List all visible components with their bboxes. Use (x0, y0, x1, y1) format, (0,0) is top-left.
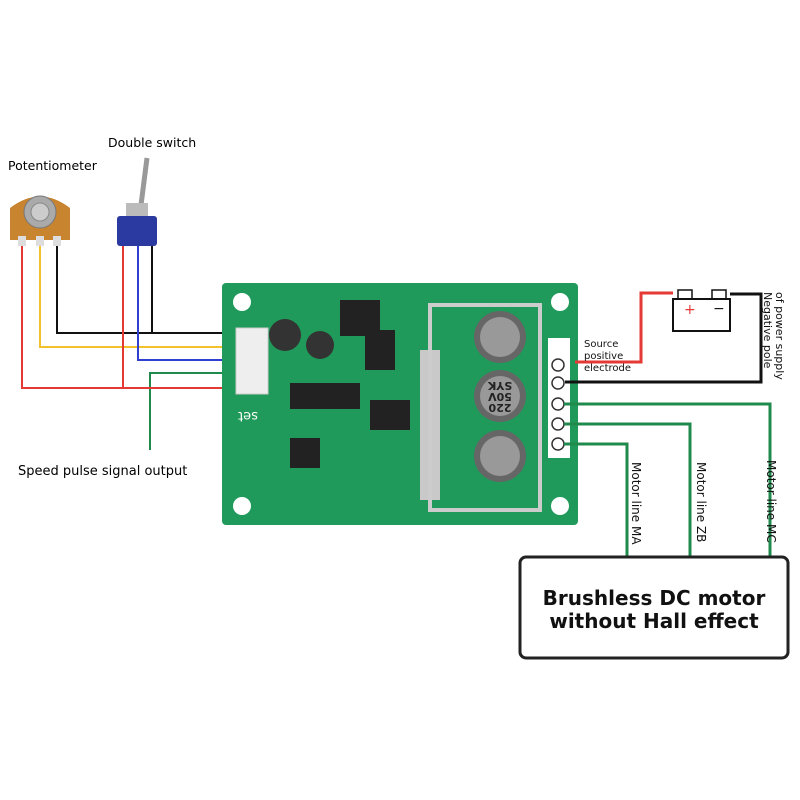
source-positive-line1: Source (584, 339, 618, 350)
negative-pole-line1: Negative pole (761, 292, 774, 369)
source-positive-line3: electrode (584, 363, 631, 374)
negative-pole-line2: of power supply (773, 292, 786, 380)
control-wires (21, 246, 240, 450)
double-switch (117, 157, 157, 246)
capacitor-brand: SYK (487, 379, 512, 392)
set-label: set (238, 408, 258, 423)
battery: + − (672, 289, 731, 332)
capacitor-value: 220 (488, 401, 511, 414)
motor-title-line1: Brushless DC motor (543, 586, 766, 610)
battery-plus: + (684, 302, 696, 318)
negative-pole-label: Negative pole of power supply (761, 292, 786, 380)
potentiometer (10, 195, 70, 246)
source-positive-line2: positive (584, 351, 623, 362)
controller-board: 220 50V SYK set (222, 283, 578, 525)
motor-line-zb-label: Motor line ZB (694, 462, 708, 542)
speed-pulse-label: Speed pulse signal output (18, 464, 187, 479)
potentiometer-label: Potentiometer (8, 158, 98, 173)
power-wires (565, 291, 763, 384)
motor-box (518, 555, 790, 660)
motor-line-mc-label: Motor line MC (764, 460, 778, 543)
capacitor-voltage: 50V (488, 390, 512, 403)
capacitor: 220 50V SYK (474, 311, 526, 482)
double-switch-label: Double switch (108, 135, 196, 150)
motor-line-ma-label: Motor line MA (629, 462, 643, 545)
motor-title-line2: without Hall effect (549, 609, 759, 633)
motor-wires (564, 402, 772, 557)
battery-minus: − (713, 301, 725, 317)
source-positive-label: Source positive electrode (584, 339, 631, 374)
